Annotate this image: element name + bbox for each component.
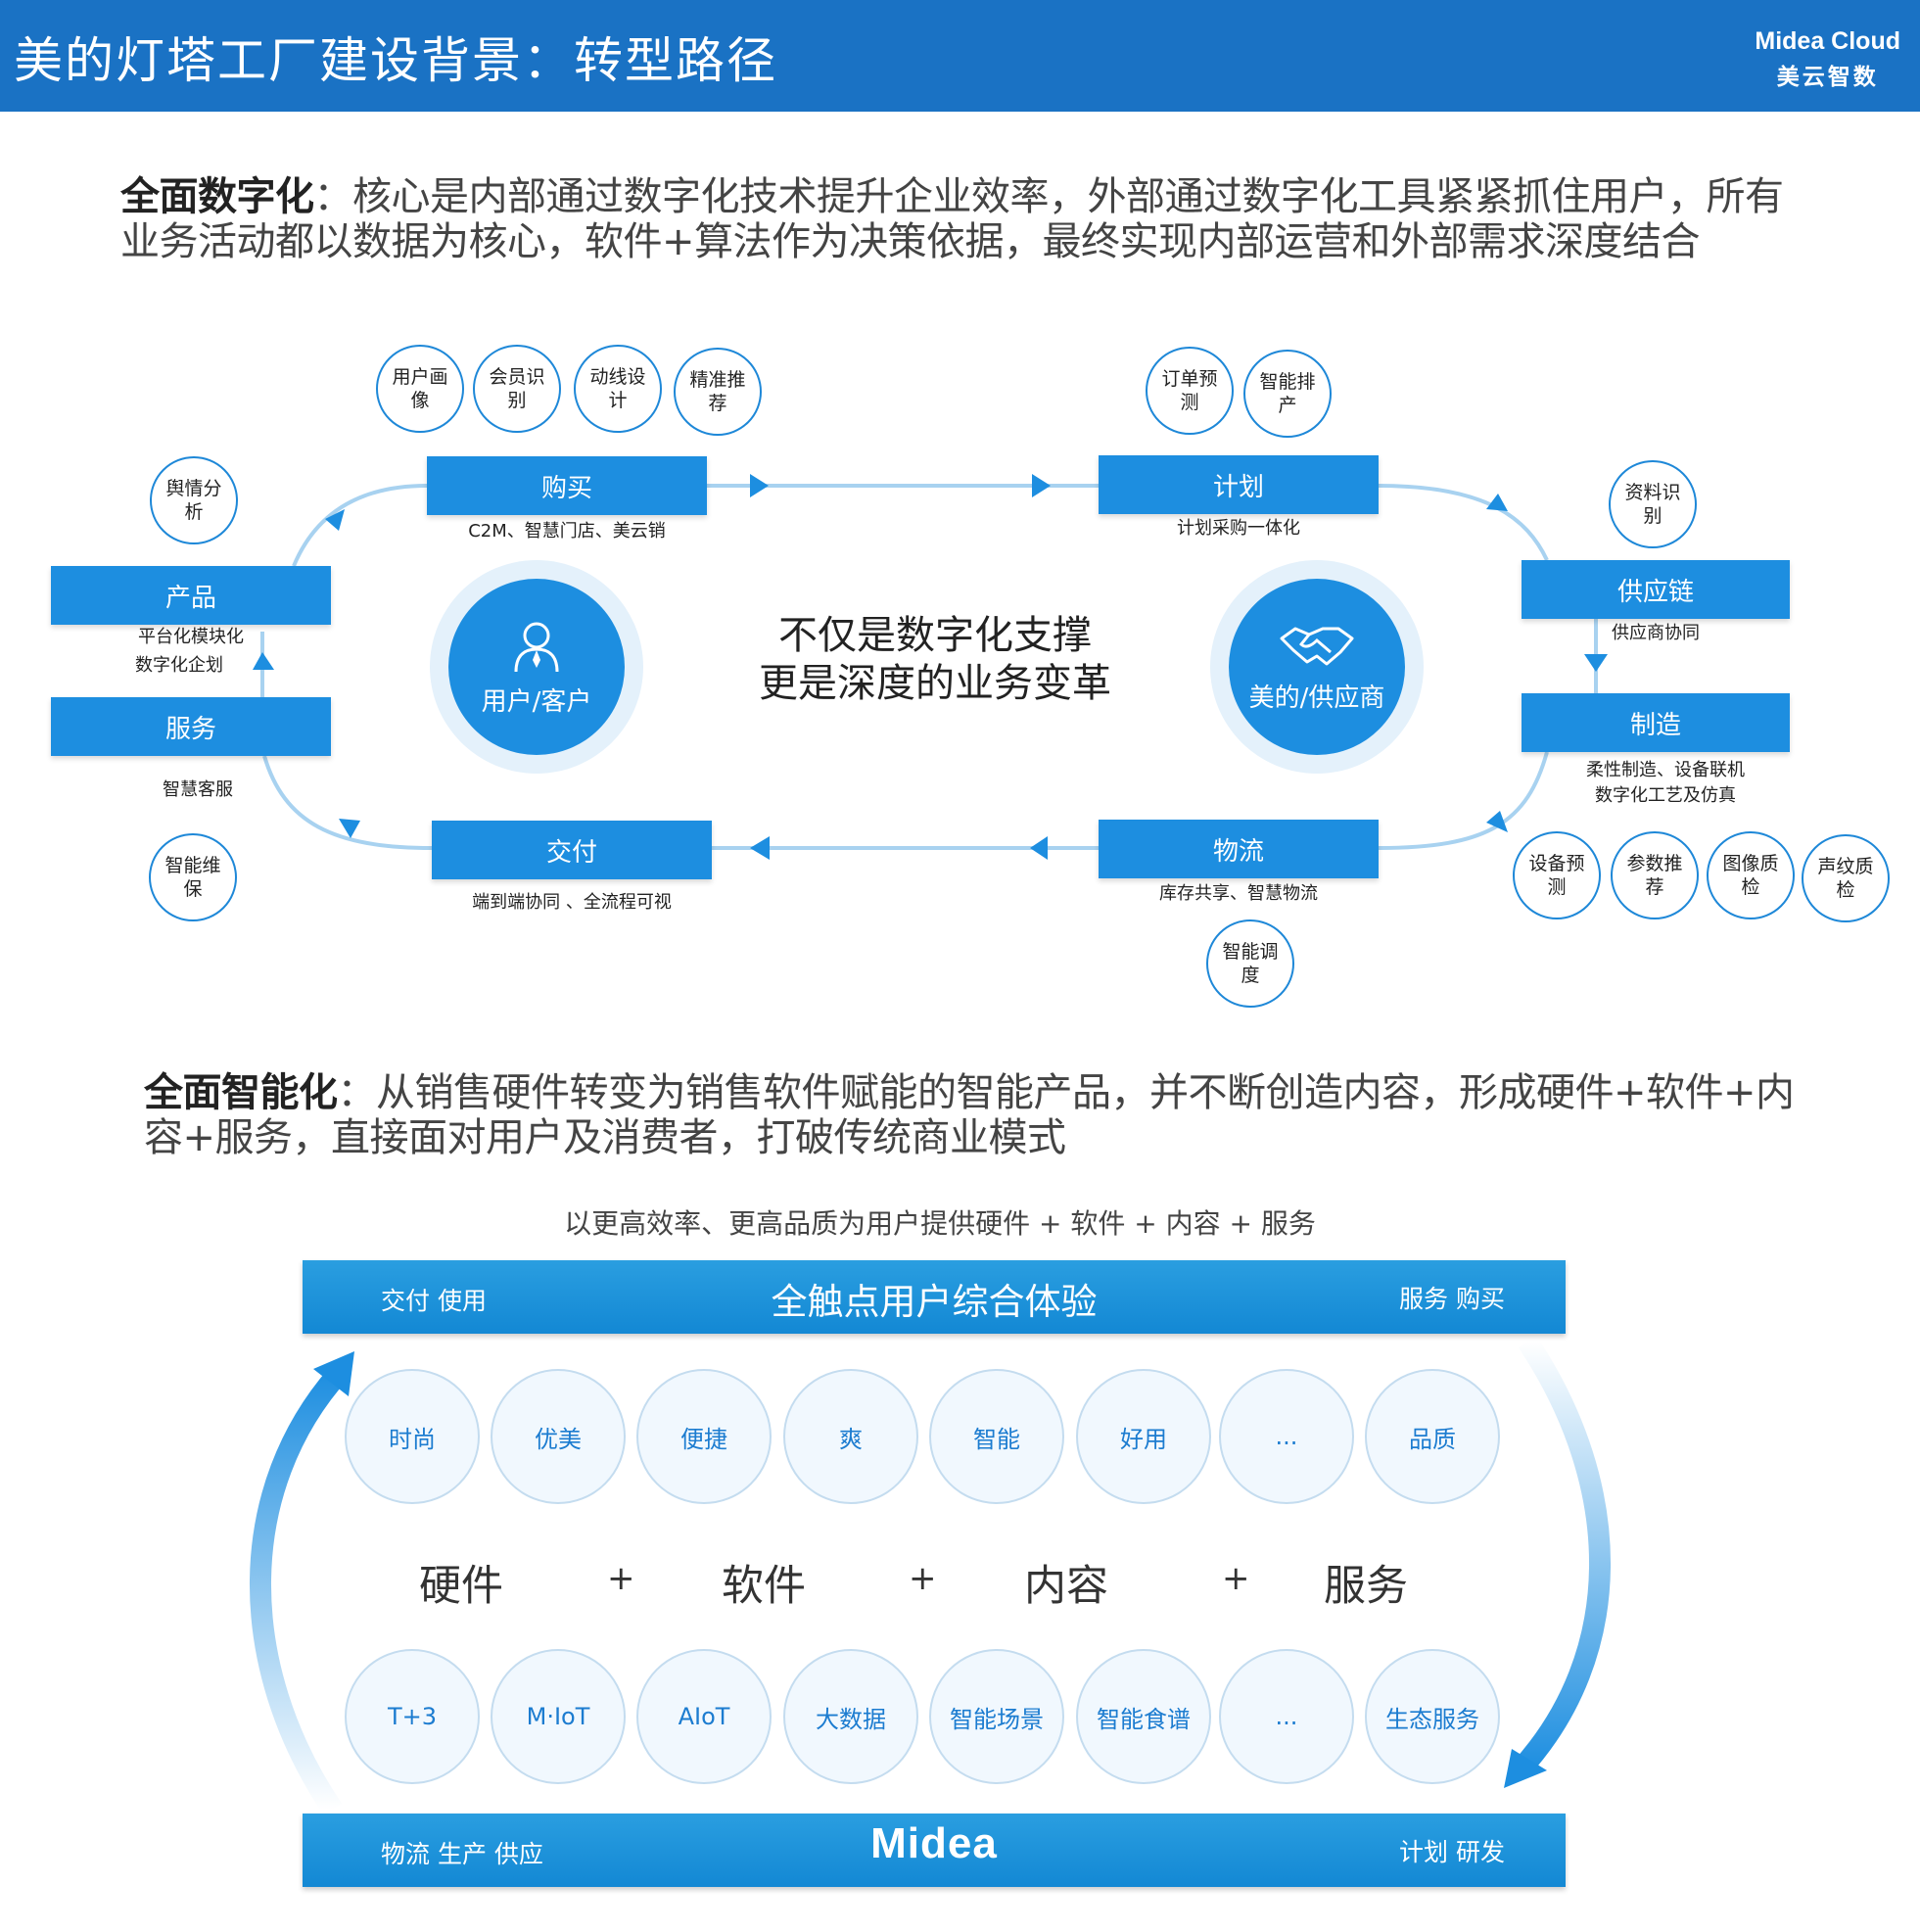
quality-pill: 时尚 — [345, 1369, 480, 1504]
tech-pill: T+3 — [345, 1649, 480, 1784]
box-manufacturing: 制造 — [1522, 693, 1790, 752]
circle-sentiment-analysis: 舆情分析 — [150, 456, 238, 544]
tech-pill: 智能场景 — [929, 1649, 1064, 1784]
band-top-center: 全触点用户综合体验 — [771, 1281, 1098, 1323]
band-bottom-left: 物流 生产 供应 — [381, 1840, 543, 1868]
brand-name-en: Midea Cloud — [1755, 27, 1900, 55]
circle-precise-recommend: 精准推荐 — [674, 348, 762, 436]
experience-band: 交付 使用 全触点用户综合体验 服务 购买 — [303, 1260, 1566, 1334]
tech-pill: 生态服务 — [1365, 1649, 1500, 1784]
quality-pill: 好用 — [1076, 1369, 1211, 1504]
circle-order-forecast: 订单预测 — [1146, 347, 1234, 435]
box-logistics: 物流 — [1099, 820, 1379, 878]
tech-pill: ... — [1219, 1649, 1354, 1784]
box-logistics-sub: 库存共享、智慧物流 — [1159, 883, 1318, 904]
quality-pill: 品质 — [1365, 1369, 1500, 1504]
middle-content: 内容 — [1024, 1562, 1108, 1611]
hub-user-customer-label: 用户/客户 — [481, 686, 592, 717]
handshake-icon — [1280, 627, 1354, 665]
box-product-sub: 平台化模块化 — [138, 627, 244, 647]
box-product-sub2: 数字化企划 — [135, 655, 223, 676]
box-supply-chain-sub: 供应商协同 — [1612, 623, 1700, 643]
circle-user-profile: 用户画像 — [376, 345, 464, 433]
hub-midea-supplier-label: 美的/供应商 — [1248, 683, 1385, 713]
midea-logo: Midea — [870, 1819, 998, 1867]
box-manufacturing-sub: 柔性制造、设备联机 — [1586, 760, 1745, 780]
section2-title: 全面智能化 — [144, 1070, 338, 1115]
header-bar: 美的灯塔工厂建设背景：转型路径 Midea Cloud 美云智数 — [0, 0, 1920, 112]
plus-sign: + — [607, 1559, 635, 1598]
tech-pill: AIoT — [636, 1649, 772, 1784]
tech-pill: M·IoT — [491, 1649, 626, 1784]
user-icon — [514, 622, 559, 672]
section2-text: ：从销售硬件转变为销售软件赋能的智能产品，并不断创造内容，形成硬件+软件+内容+… — [144, 1070, 1795, 1160]
section1-text: ：核心是内部通过数字化技术提升企业效率，外部通过数字化工具紧紧抓住用户，所有业务… — [120, 174, 1784, 264]
box-buy-sub: C2M、智慧门店、美云销 — [468, 521, 666, 542]
loop-center-line2: 更是深度的业务变革 — [759, 661, 1111, 706]
circle-smart-maintenance: 智能维保 — [149, 833, 237, 921]
box-delivery-sub: 端到端协同 、全流程可视 — [472, 892, 672, 913]
section2-paragraph: 全面智能化：从销售硬件转变为销售软件赋能的智能产品，并不断创造内容，形成硬件+软… — [144, 1070, 1808, 1160]
circle-voice-qc: 声纹质检 — [1802, 834, 1890, 922]
band-bottom-right: 计划 研发 — [1399, 1838, 1505, 1866]
loop-center-line1: 不仅是数字化支撑 — [778, 613, 1092, 658]
box-manufacturing-sub2: 数字化工艺及仿真 — [1595, 785, 1736, 806]
quality-pill: ... — [1219, 1369, 1354, 1504]
box-service-sub: 智慧客服 — [163, 779, 233, 800]
box-delivery: 交付 — [432, 821, 712, 879]
quality-pill: 便捷 — [636, 1369, 772, 1504]
smart-tagline: 以更高效率、更高品质为用户提供硬件 + 软件 + 内容 + 服务 — [564, 1207, 1316, 1240]
circle-path-design: 动线设计 — [574, 345, 662, 433]
circle-smart-dispatch: 智能调度 — [1206, 919, 1294, 1008]
circle-material-id: 资料识别 — [1609, 460, 1697, 548]
plus-sign: + — [1222, 1559, 1250, 1598]
quality-pill: 智能 — [929, 1369, 1064, 1504]
operations-band: 物流 生产 供应 Midea 计划 研发 — [303, 1814, 1566, 1887]
brand-logo: Midea Cloud 美云智数 — [1755, 27, 1900, 91]
plus-sign: + — [909, 1559, 937, 1598]
middle-service: 服务 — [1324, 1562, 1408, 1611]
hub-user-customer: 用户/客户 — [448, 579, 625, 755]
box-supply-chain: 供应链 — [1522, 560, 1790, 619]
middle-software: 软件 — [722, 1562, 806, 1611]
quality-pill: 优美 — [491, 1369, 626, 1504]
middle-hardware: 硬件 — [419, 1562, 503, 1611]
circle-image-qc: 图像质检 — [1707, 831, 1795, 919]
circle-member-id: 会员识别 — [473, 345, 561, 433]
circle-device-forecast: 设备预测 — [1513, 831, 1601, 919]
hub-midea-supplier: 美的/供应商 — [1229, 579, 1405, 755]
page-title: 美的灯塔工厂建设背景：转型路径 — [14, 32, 777, 89]
loop-center-text: 不仅是数字化支撑 更是深度的业务变革 — [725, 612, 1146, 708]
tech-pill: 大数据 — [783, 1649, 918, 1784]
section1-title: 全面数字化 — [120, 174, 314, 219]
brand-name-cn: 美云智数 — [1776, 65, 1879, 90]
box-plan-sub: 计划采购一体化 — [1177, 518, 1300, 539]
band-top-left: 交付 使用 — [381, 1287, 487, 1315]
box-plan: 计划 — [1099, 455, 1379, 514]
box-product: 产品 — [51, 566, 331, 625]
circle-param-recommend: 参数推荐 — [1611, 831, 1699, 919]
box-buy: 购买 — [427, 456, 707, 515]
section1-paragraph: 全面数字化：核心是内部通过数字化技术提升企业效率，外部通过数字化工具紧紧抓住用户… — [120, 174, 1785, 264]
box-service: 服务 — [51, 697, 331, 756]
quality-pill: 爽 — [783, 1369, 918, 1504]
band-top-right: 服务 购买 — [1399, 1285, 1505, 1313]
circle-smart-scheduling: 智能排产 — [1243, 350, 1332, 438]
tech-pill: 智能食谱 — [1076, 1649, 1211, 1784]
